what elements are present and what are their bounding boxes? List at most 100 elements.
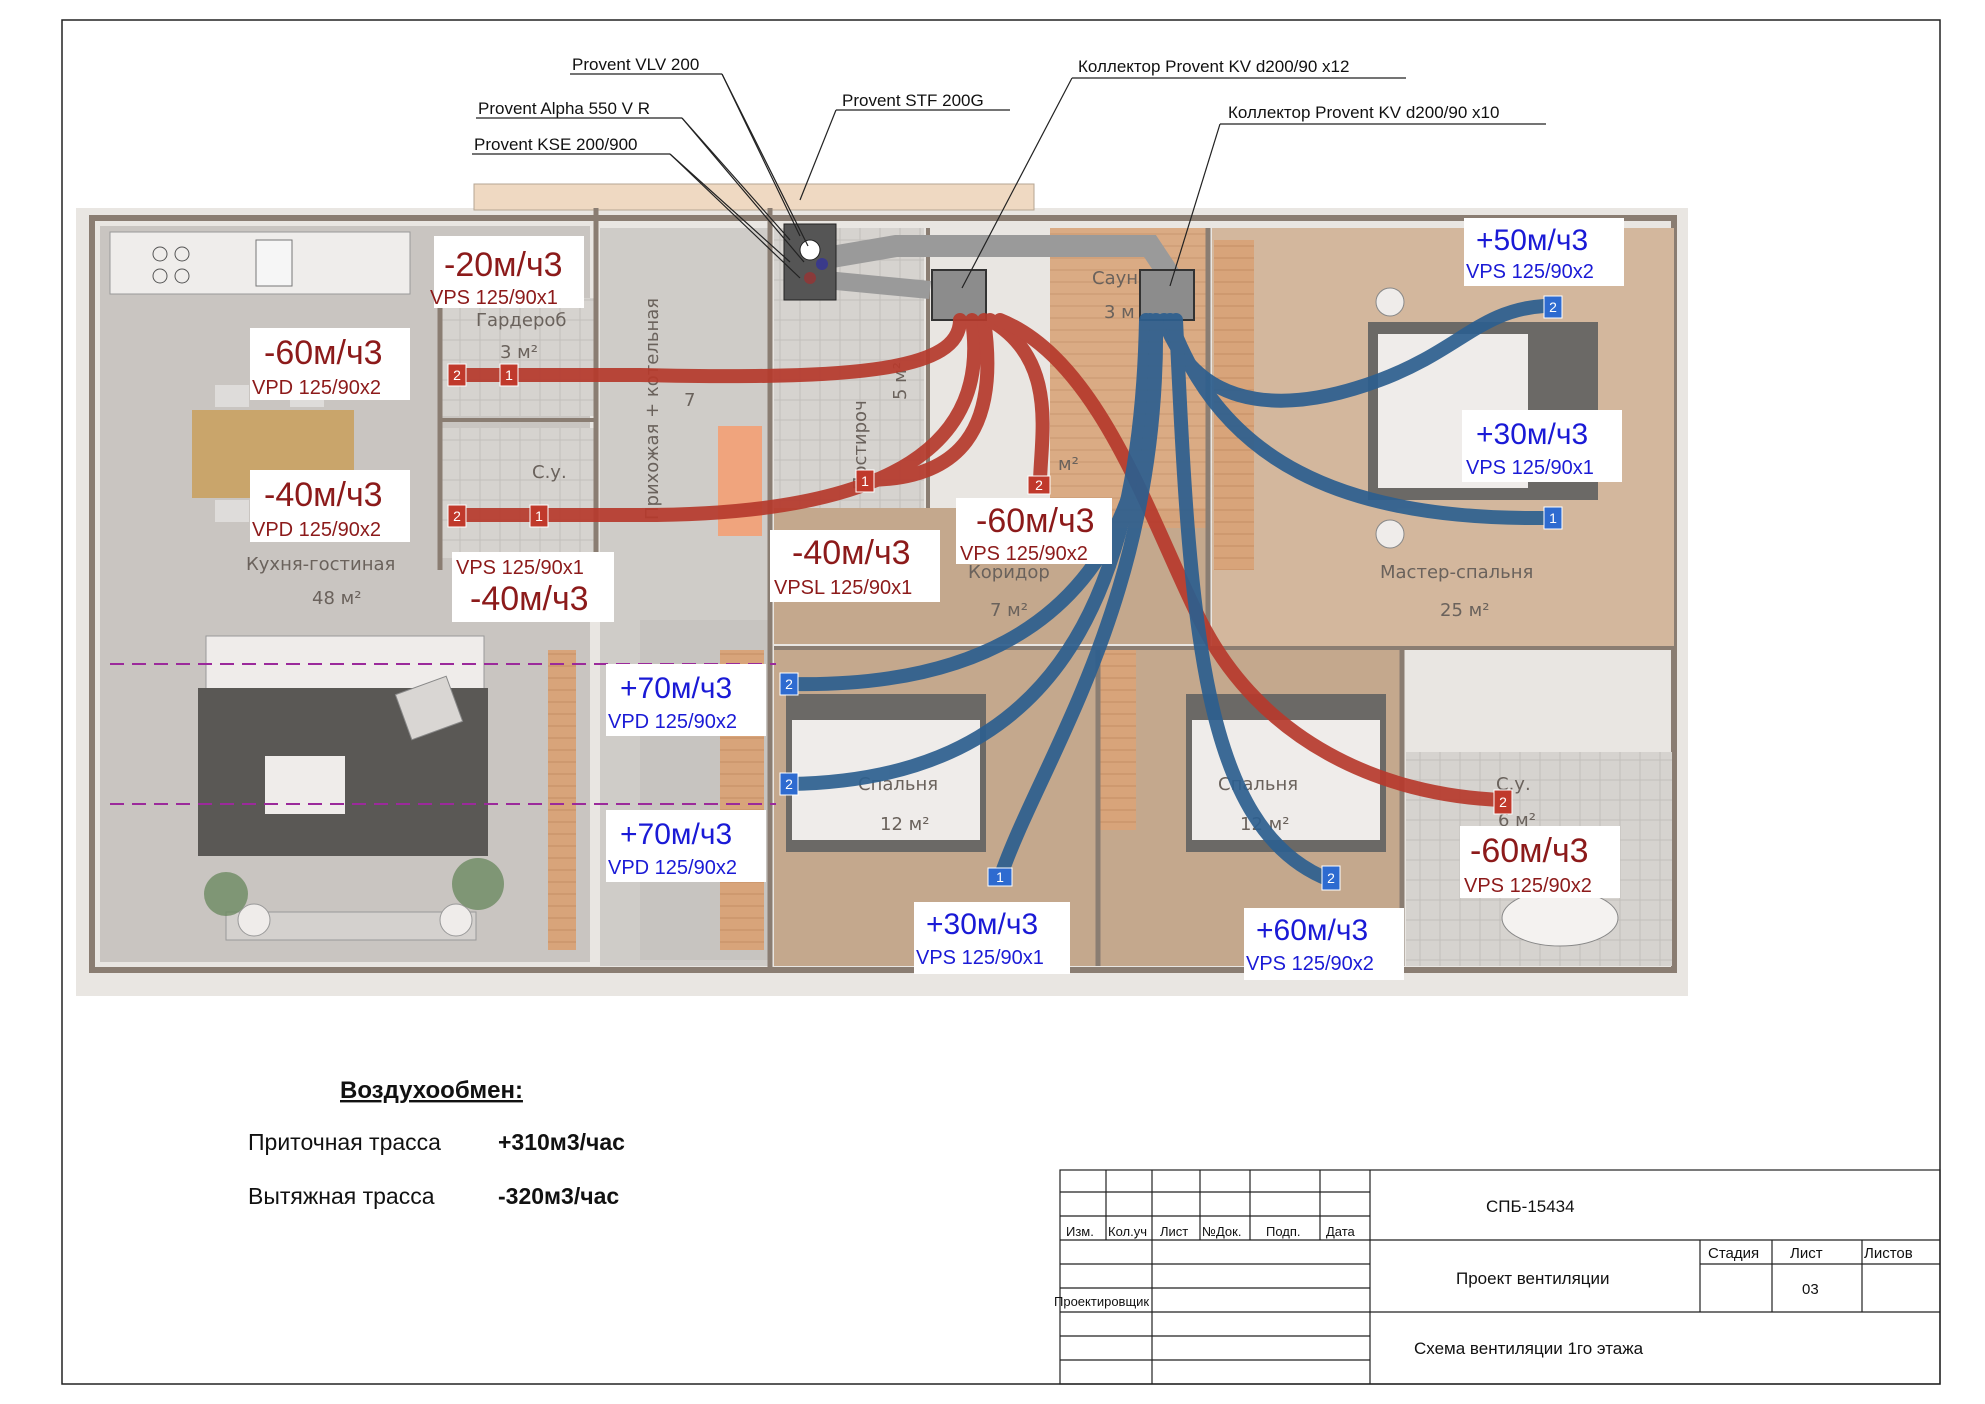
flow-model: VPD 125/90x2 [608,711,737,733]
sheet-label: Лист [1790,1245,1823,1262]
flow-rate: +70м/ч3 [620,672,732,705]
flow-model: VPS 125/90x2 [960,543,1088,565]
flow-rate: +50м/ч3 [1476,224,1588,257]
project-code: СПБ-15434 [1486,1197,1575,1216]
label-vlv: Provent VLV 200 [572,55,699,74]
col-list: Лист [1160,1224,1188,1239]
room-master-area: 25 м² [1440,600,1489,621]
wood-panel [548,650,576,950]
title-block [1059,1169,1941,1385]
exhaust-terminal: 1 [855,469,875,493]
supply-label: Приточная трасса [248,1129,441,1155]
supply-terminal: 2 [1321,865,1341,891]
flow-rate: +30м/ч3 [926,908,1038,941]
room-corridor-area: 7 м² [990,600,1028,621]
exhaust-terminal: 2 [447,363,467,387]
label-alpha: Provent Alpha 550 V R [478,99,650,118]
flow-model: VPS 125/90x1 [916,947,1044,969]
flow-model: VPSL 125/90x1 [774,577,912,599]
room-laundry: Постироч [850,400,871,490]
svg-text:2: 2 [1035,477,1043,493]
svg-text:2: 2 [785,776,793,792]
supply-terminal: 2 [779,772,799,796]
col-data: Дата [1326,1224,1356,1239]
room-corridor: Коридор [968,562,1050,583]
main-ducts [783,223,1195,321]
flow-rate: -60м/ч3 [1470,832,1589,870]
room-su1: С.у. [532,462,567,483]
room-sauna-area: 3 м [1104,302,1135,323]
svg-text:1: 1 [535,508,543,524]
summary-heading: Воздухообмен: [340,1077,523,1104]
room-master: Мастер-спальня [1380,562,1533,583]
exhaust-terminal: 2 [447,504,467,528]
svg-text:2: 2 [1499,794,1507,810]
boiler-unit [718,426,762,536]
flow-model: VPS 125/90x2 [1466,261,1594,283]
supply-ducts [783,299,1551,887]
flow-model: VPD 125/90x2 [252,519,381,541]
flow-model: VPS 125/90x1 [430,287,558,309]
sheets-label: Листов [1864,1245,1913,1262]
supply-terminal: 2 [1543,295,1563,319]
col-koluch: Кол.уч [1108,1224,1147,1239]
terminals: 2 1 2 1 1 2 2 2 1 2 2 1 2 [447,295,1563,891]
label-kv10: Коллектор Provent KV d200/90 x10 [1228,103,1499,122]
label-kse: Provent KSE 200/900 [474,135,638,154]
garderob-floor [442,298,594,416]
svg-text:1: 1 [996,869,1004,885]
svg-text:1: 1 [1549,510,1557,526]
scheme-title: Схема вентиляции 1го этажа [1414,1339,1644,1358]
exhaust-value: -320м3/час [498,1183,619,1209]
flow-model: VPD 125/90x2 [608,857,737,879]
room-bedroom1-area: 12 м² [880,814,929,835]
exhaust-terminal: 1 [499,363,519,387]
room-garderob-area: 3 м² [500,342,538,363]
plant-decor [204,872,248,916]
room-hallway-area: 7 [684,390,695,411]
flow-rate: +60м/ч3 [1256,914,1368,947]
col-podp: Подп. [1266,1224,1301,1239]
supply-terminal: 1 [1543,506,1563,530]
su1-floor [442,428,594,558]
flow-rate: -40м/ч3 [470,580,589,618]
designer-label: Проектировщик [1054,1294,1149,1309]
flow-rate: -20м/ч3 [444,246,563,284]
flow-model: VPD 125/90x2 [252,377,381,399]
flow-model: VPS 125/90x1 [456,557,584,579]
col-izm: Изм. [1066,1224,1094,1239]
collector-kv10 [1139,269,1195,321]
flow-rate: +30м/ч3 [1476,418,1588,451]
flow-rate: +70м/ч3 [620,818,732,851]
svg-text:1: 1 [861,473,869,489]
svg-text:2: 2 [453,508,461,524]
flow-rate: -40м/ч3 [792,534,911,572]
collector-kv12 [931,269,987,321]
exhaust-terminal: 2 [1493,789,1513,815]
flow-model: VPS 125/90x2 [1464,875,1592,897]
room-kitchen: Кухня-гостиная [246,554,395,575]
sheet-number: 03 [1802,1281,1819,1298]
flow-rate: -60м/ч3 [976,502,1095,540]
equipment-callouts [472,73,1546,289]
svg-text:2: 2 [1327,870,1335,886]
room-su3-area: 6 м² [1498,810,1536,831]
svg-text:2: 2 [1549,299,1557,315]
label-kv12: Коллектор Provent KV d200/90 x12 [1078,57,1349,76]
ventilation-unit [783,223,837,301]
room-garderob: Гардероб [476,310,567,331]
supply-value: +310м3/час [498,1129,625,1155]
label-stf: Provent STF 200G [842,91,984,110]
svg-text:1: 1 [505,367,513,383]
balcony-top [473,183,1035,211]
sheet-frame [61,19,1941,1385]
svg-text:2: 2 [785,676,793,692]
exhaust-terminal: 2 [1027,475,1051,495]
fan-icon [799,239,821,261]
room-sauna: Саун [1092,268,1138,289]
supply-terminal: 1 [987,867,1013,887]
exhaust-terminal: 1 [529,504,549,528]
col-ndok: №Док. [1202,1224,1241,1239]
project-name: Проект вентиляции [1456,1269,1610,1288]
